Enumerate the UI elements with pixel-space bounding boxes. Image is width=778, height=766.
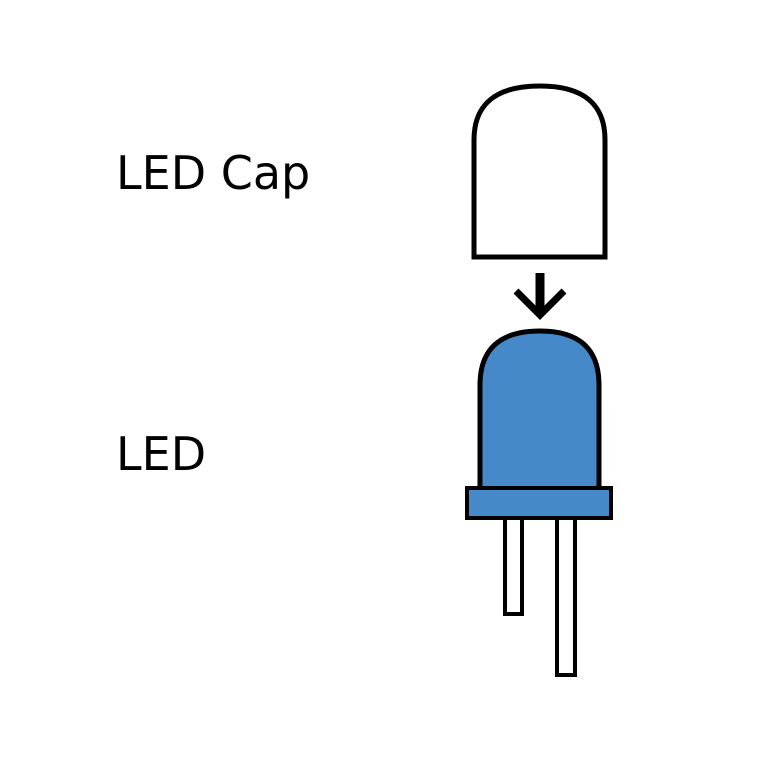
arrow-down-icon xyxy=(513,273,567,320)
led-label: LED xyxy=(116,427,206,481)
led-leg-short xyxy=(503,510,524,616)
led-base-rim xyxy=(465,486,613,520)
led-shape xyxy=(465,328,613,677)
led-leg-long xyxy=(555,510,577,677)
led-body xyxy=(477,328,602,493)
led-cap-label: LED Cap xyxy=(116,146,310,200)
led-cap-shape xyxy=(471,83,608,260)
